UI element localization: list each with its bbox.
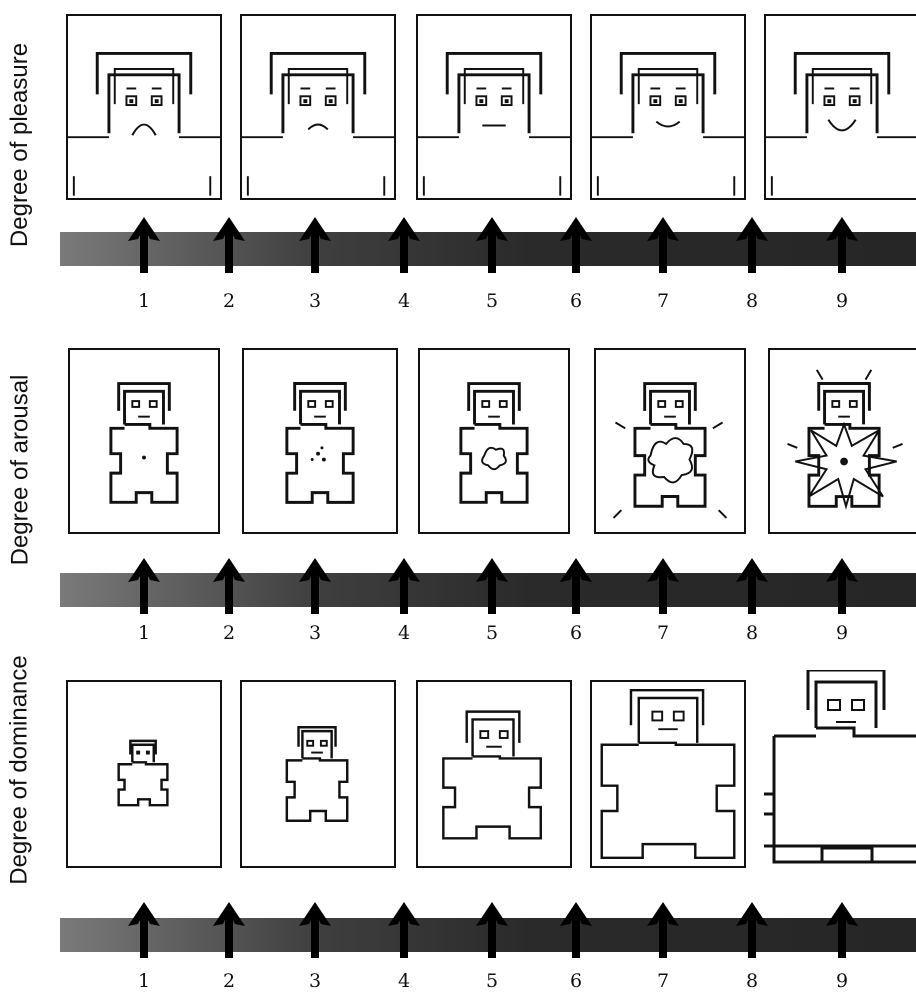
medium-small-figure-icon [242,682,394,866]
dominance-figure-4 [590,680,746,868]
row-label-pleasure: Degree of pleasure [0,10,40,280]
calm-figure-icon [70,350,218,532]
mild-arousal-figure-icon [244,350,396,532]
dominance-arrow-7-icon [645,900,681,980]
pleasure-scale-number: 6 [561,290,591,312]
happy-face-icon [766,16,916,198]
pleasure-scale-number: 3 [300,290,330,312]
moderate-arousal-figure-icon [420,350,568,532]
row-label-arousal: Degree of arousal [0,340,40,600]
unhappy-face-icon [242,16,394,198]
dominance-arrow-1-icon [126,900,162,980]
dominance-scale-number: 1 [129,970,159,992]
dominance-scale-number: 5 [477,970,507,992]
arousal-scale-number: 3 [300,622,330,644]
dominance-scale-number: 7 [648,970,678,992]
arousal-scale-number: 6 [561,622,591,644]
high-arousal-figure-icon [596,350,744,532]
pleasure-arrow-4-icon [386,215,422,295]
dominance-arrow-5-icon [474,900,510,980]
pleasure-arrow-3-icon [297,215,333,295]
arousal-figure-3 [418,348,570,534]
neutral-face-icon [418,16,570,198]
arousal-scale-number: 5 [477,622,507,644]
pleasure-arrow-7-icon [645,215,681,295]
arousal-scale-number: 2 [214,622,244,644]
pleasure-arrow-6-icon [558,215,594,295]
arousal-figure-1 [68,348,220,534]
dominance-figure-1 [66,680,222,868]
slight-smile-face-icon [592,16,744,198]
dominance-figure-3 [416,680,572,868]
pleasure-arrow-8-icon [734,215,770,295]
dominance-arrow-4-icon [386,900,422,980]
pleasure-scale-number: 2 [214,290,244,312]
pleasure-scale-number: 9 [827,290,857,312]
small-figure-icon [68,682,220,866]
dominance-scale-number: 4 [389,970,419,992]
arousal-figure-2 [242,348,398,534]
arousal-scale-number: 7 [648,622,678,644]
pleasure-scale-number: 1 [129,290,159,312]
arousal-scale-number: 8 [737,622,767,644]
pleasure-scale-number: 4 [389,290,419,312]
arousal-scale-number: 1 [129,622,159,644]
arousal-scale-number: 9 [827,622,857,644]
pleasure-scale-number: 5 [477,290,507,312]
pleasure-arrow-1-icon [126,215,162,295]
medium-figure-icon [418,682,570,866]
pleasure-arrow-9-icon [824,215,860,295]
arousal-scale-number: 4 [389,622,419,644]
pleasure-figure-5 [764,14,916,200]
arousal-figure-4 [594,348,746,534]
pleasure-figure-1 [66,14,222,200]
largest-figure-icon [764,670,916,868]
arousal-figure-5 [768,348,916,534]
pleasure-figure-3 [416,14,572,200]
dominance-arrow-2-icon [211,900,247,980]
pleasure-figure-2 [240,14,396,200]
pleasure-arrow-2-icon [211,215,247,295]
dominance-scale-number: 3 [300,970,330,992]
dominance-arrow-9-icon [824,900,860,980]
dominance-figure-2 [240,680,396,868]
pleasure-figure-4 [590,14,746,200]
pleasure-arrow-5-icon [474,215,510,295]
dominance-arrow-3-icon [297,900,333,980]
pleasure-scale-number: 8 [737,290,767,312]
pleasure-scale-number: 7 [648,290,678,312]
dominance-figure-5 [764,670,916,868]
dominance-scale-number: 8 [737,970,767,992]
extreme-arousal-figure-icon [770,350,916,532]
row-label-dominance: Degree of dominance [0,620,40,920]
dominance-scale-number: 6 [561,970,591,992]
dominance-arrow-6-icon [558,900,594,980]
large-figure-icon [592,682,744,866]
dominance-arrow-8-icon [734,900,770,980]
dominance-scale-number: 9 [827,970,857,992]
dominance-scale-number: 2 [214,970,244,992]
sad-face-icon [68,16,220,198]
